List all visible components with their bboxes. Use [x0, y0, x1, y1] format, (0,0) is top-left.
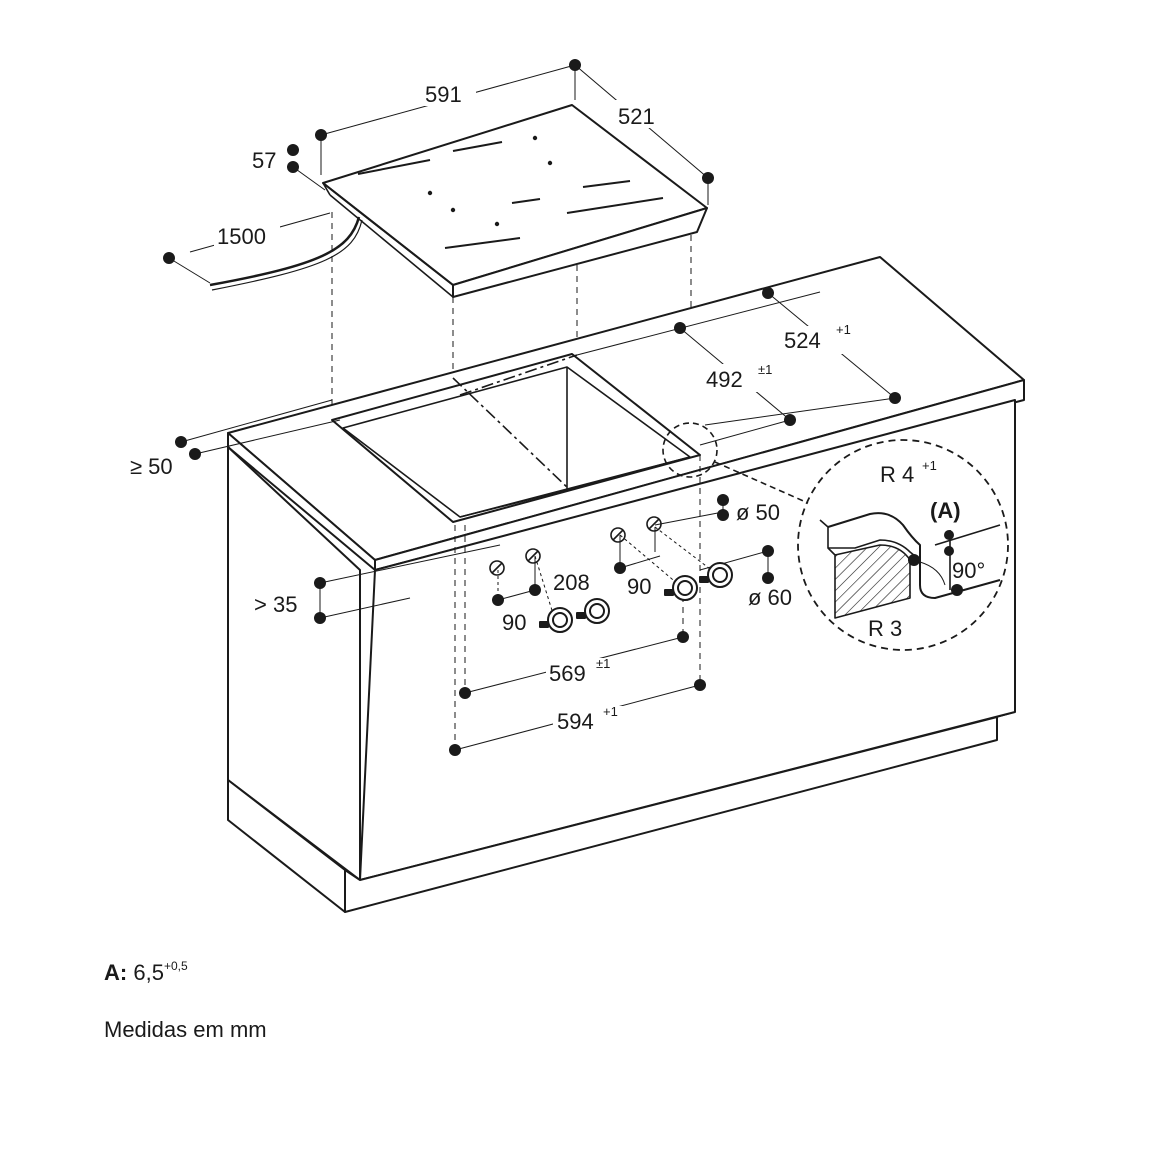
hob: [209, 104, 708, 298]
label-marker-a: (A): [930, 498, 961, 523]
label-angle: 90°: [952, 558, 985, 583]
label-hob-height: 57: [252, 148, 276, 173]
note-a-value: 6,5: [133, 960, 164, 985]
dimension-dots: [163, 59, 963, 756]
label-cutout-width-tol: +1: [836, 322, 851, 337]
worktop-dimension-lines: [180, 292, 896, 751]
label-panel-inner: 569: [549, 661, 586, 686]
label-radius-bottom: R 3: [868, 616, 902, 641]
label-cutout-depth: 492: [706, 367, 743, 392]
note-a-label: A:: [104, 960, 128, 985]
detail-callout: [662, 422, 1009, 651]
label-knob-spacing-left: 90: [502, 610, 526, 635]
label-panel-outer: 594: [557, 709, 594, 734]
knobs: [539, 562, 733, 633]
label-hob-width: 591: [425, 82, 462, 107]
label-cutout-width: 524: [784, 328, 821, 353]
label-knob-hole-large: ø 60: [748, 585, 792, 610]
label-radius-top: R 4: [880, 462, 914, 487]
label-radius-top-tol: +1: [922, 458, 937, 473]
label-knob-spacing-mid: 208: [553, 570, 590, 595]
label-hob-depth: 521: [618, 104, 655, 129]
note-a: A: 6,5+0,5: [104, 958, 188, 986]
note-units: Medidas em mm: [104, 1017, 267, 1042]
label-panel-outer-tol: +1: [603, 704, 618, 719]
label-front-clearance: ≥ 50: [130, 454, 173, 479]
knob-holes: [489, 516, 662, 576]
label-cutout-depth-tol: ±1: [758, 362, 772, 377]
label-panel-inner-tol: ±1: [596, 656, 610, 671]
label-cable-length: 1500: [217, 224, 266, 249]
label-knob-spacing-right: 90: [627, 574, 651, 599]
label-knob-hole-small: ø 50: [736, 500, 780, 525]
detail-labels: R 4 +1 (A) 90° R 3: [868, 458, 985, 641]
note-a-tol: +0,5: [163, 958, 188, 973]
dimension-labels: 591 521 57 1500 524 +1 492 ±1 ≥ 50 ø 50 …: [130, 78, 860, 734]
label-panel-offset: > 35: [254, 592, 297, 617]
